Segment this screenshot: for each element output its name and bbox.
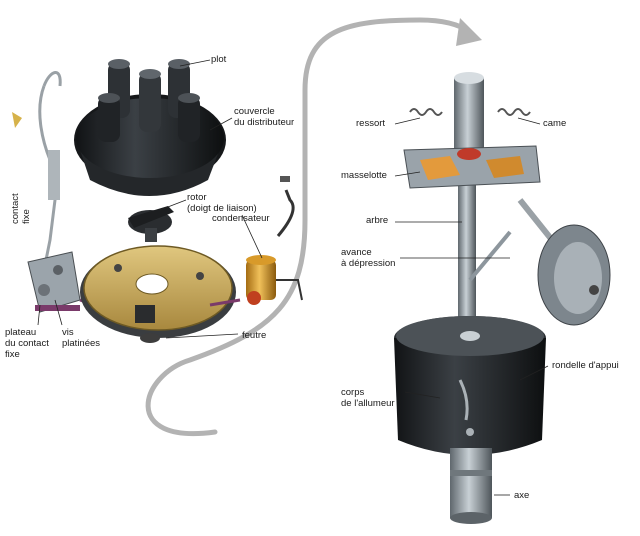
distributor-cap	[74, 59, 226, 196]
label-ressort: ressort	[356, 118, 386, 129]
label-arbre: arbre	[366, 215, 389, 226]
condenser	[209, 176, 303, 307]
label-avance: avance à dépression	[341, 247, 396, 269]
distributor-shaft	[454, 72, 484, 348]
label-feutre: feutre	[242, 330, 267, 341]
transition-arrow-head	[456, 18, 482, 46]
label-plot: plot	[211, 54, 227, 65]
counterweight-plate	[403, 145, 541, 189]
label-corps: corps de l'allumeur	[341, 387, 395, 409]
springs	[409, 108, 531, 116]
contact-wire	[12, 71, 62, 266]
drive-axle	[450, 448, 492, 524]
label-plateau: plateau du contact fixe	[5, 327, 49, 360]
distributor-body	[394, 316, 546, 455]
label-rotor: rotor (doigt de liaison)	[187, 192, 257, 214]
label-condensateur: condensateur	[212, 213, 270, 224]
label-couvercle: couvercle du distributeur	[234, 106, 295, 128]
rotor	[128, 206, 174, 242]
label-contact-fixe: contact fixe	[10, 193, 32, 224]
leader-lines	[37, 59, 549, 496]
label-came: came	[543, 118, 567, 129]
vacuum-advance	[468, 198, 611, 326]
label-axe: axe	[514, 490, 530, 501]
breaker-plate	[80, 245, 236, 343]
label-masselotte: masselotte	[341, 170, 387, 181]
label-rondelle: rondelle d'appui	[552, 360, 619, 371]
label-vis: vis platinées	[62, 327, 101, 349]
transition-arrow	[145, 17, 473, 437]
